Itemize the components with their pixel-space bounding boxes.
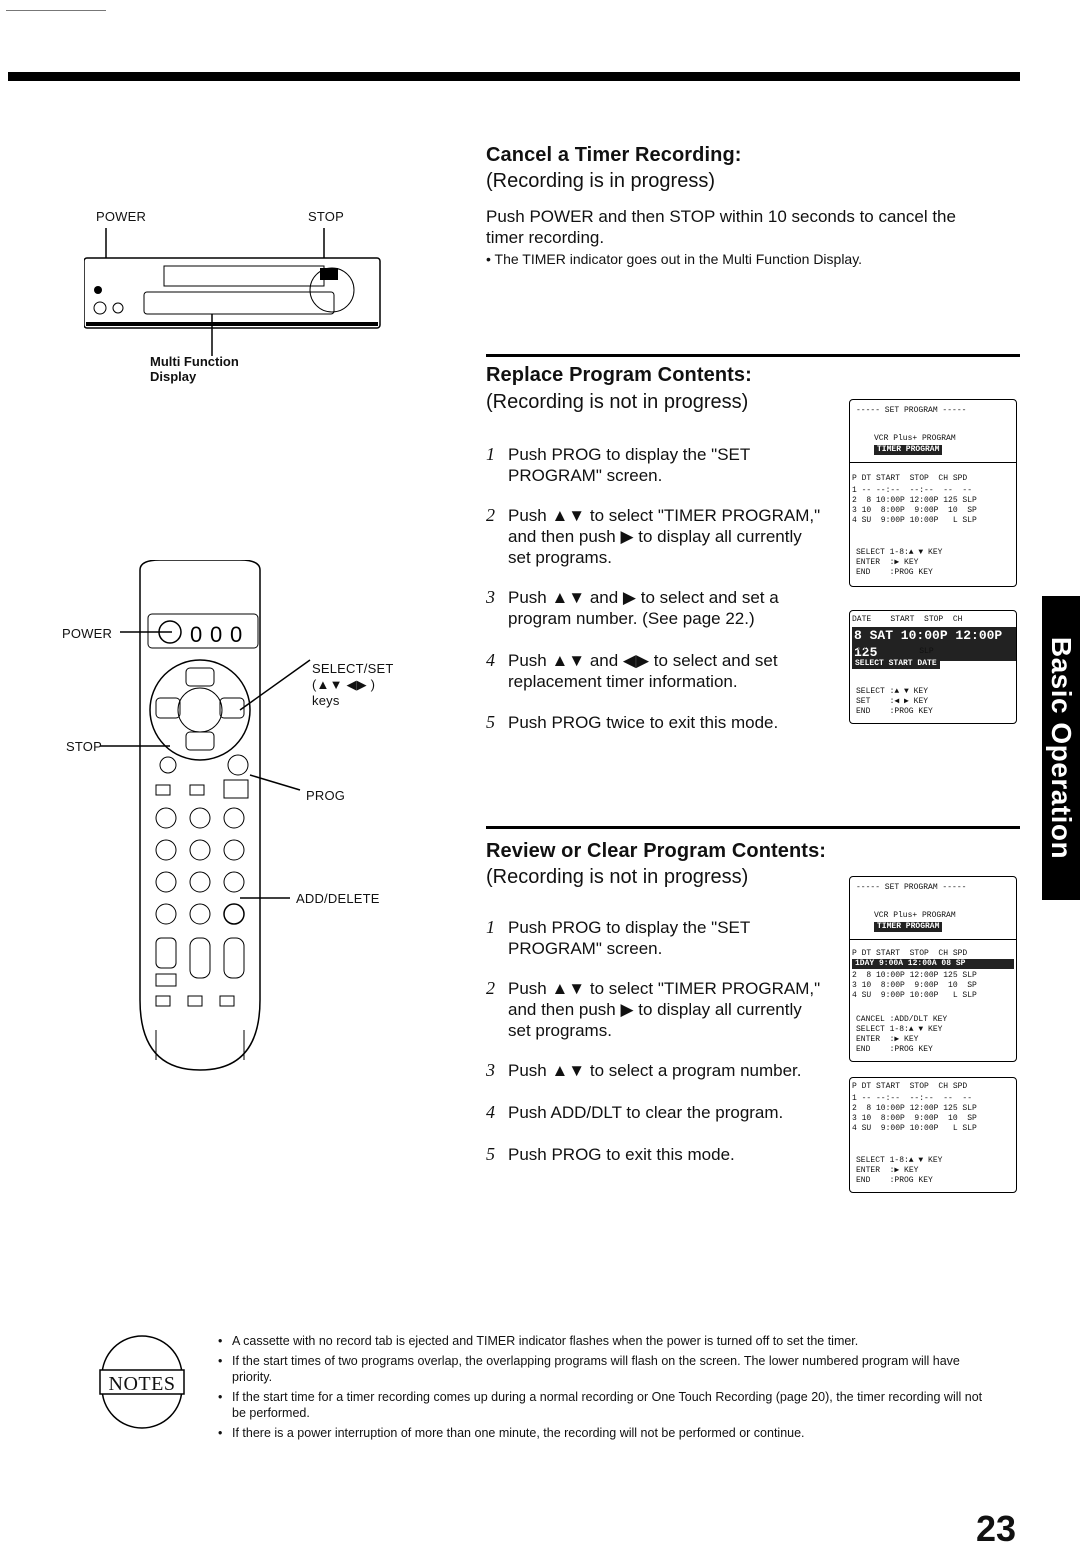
review-title: Review or Clear Program Contents: [486,840,827,862]
osd-program-list-screen: P DT START STOP CH SPD 1 -- --:-- --:-- … [849,1077,1017,1193]
remote-power-label: POWER [62,626,113,641]
notes-badge [99,1335,185,1429]
review-rule [486,826,1020,829]
osd-review-screen: ----- SET PROGRAM ----- VCR Plus+ PROGRA… [849,876,1017,1062]
remote-add-delete-label: ADD/DELETE [296,891,380,906]
remote-callout-lines [100,631,311,899]
remote-stop-label: STOP [66,739,102,754]
page-number: 23 [975,1508,1016,1549]
review-subtitle: (Recording is not in progress) [486,866,749,888]
cancel-subtitle: (Recording is in progress) [486,170,715,192]
cancel-body: Push POWER and then STOP within 10 secon… [486,207,956,247]
svg-text:0: 0 [230,622,242,647]
cancel-bullet: • The TIMER indicator goes out in the Mu… [486,251,863,267]
note-item: If the start times of two programs overl… [216,1353,996,1385]
remote-select-keys-label: (▲▼ ◀▶ ) [312,677,376,692]
cancel-title: Cancel a Timer Recording: [486,144,742,166]
note-item: If the start time for a timer recording … [216,1389,996,1421]
replace-subtitle: (Recording is not in progress) [486,391,749,413]
remote-prog-label: PROG [306,788,346,803]
vcr-front-panel-figure [84,228,381,356]
svg-text:0: 0 [190,622,202,647]
replace-rule [486,354,1020,357]
vcr-stop-label: STOP [308,209,344,224]
replace-title: Replace Program Contents: [486,364,752,386]
notes-badge-text: NOTES [108,1373,176,1395]
osd-set-program-screen: ----- SET PROGRAM ----- VCR Plus+ PROGRA… [849,399,1017,587]
side-tab-basic-operation: Basic Operation [1042,596,1080,900]
remote-control-figure: 0 0 0 [139,560,261,1071]
remote-select-set-label: SELECT/SET [312,661,394,676]
corner-mark [6,10,106,11]
note-item: A cassette with no record tab is ejected… [216,1333,996,1349]
vcr-power-label: POWER [96,209,147,224]
osd-timer-edit-screen: DATE START STOP CH 8 SAT 10:00P 12:00P 1… [849,610,1017,724]
multi-function-display-label: Multi Function Display [150,354,239,384]
svg-text:0: 0 [210,622,222,647]
remote-keys-label: keys [312,693,340,708]
header-bar [8,72,1020,81]
note-item: If there is a power interruption of more… [216,1425,996,1441]
notes-list: A cassette with no record tab is ejected… [216,1333,996,1445]
